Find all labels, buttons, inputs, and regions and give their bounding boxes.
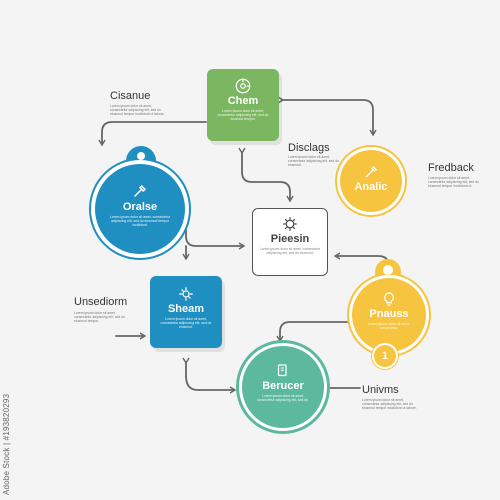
oralse-tag-hole (137, 152, 145, 160)
pieesin-desc: Lorem ipsum dolor sit amet, consectetur … (259, 247, 321, 256)
brush-icon (365, 166, 377, 178)
pnauss-desc: Lorem ipsum dolor sit amet, consectetur. (368, 322, 410, 331)
analic-title: Analic (354, 181, 388, 193)
watermark-text: Adobe Stock | #193820293 (2, 393, 11, 495)
analic-node[interactable]: Analic (340, 150, 402, 212)
fredback-desc: Lorem ipsum dolor sit amet, consectetur … (428, 176, 479, 189)
arrow-chem-pieesin (238, 147, 294, 203)
univms-label: Univms (362, 384, 399, 396)
disclags-label: Disclags (288, 142, 330, 154)
disclags-desc: Lorem ipsum dolor sit amet, consectetur … (288, 155, 339, 168)
document-icon (277, 364, 287, 377)
oralse-desc: Lorem ipsum dolor sit amet, consectetur … (109, 215, 171, 228)
fredback-label: Fredback (428, 162, 474, 174)
unsediorm-desc: Lorem ipsum dolor sit amet, consectetur … (74, 311, 125, 324)
watermark: Adobe Stock | #193820293 (1, 285, 11, 495)
arrow-chem-analic (277, 96, 377, 137)
berucer-node[interactable]: Berucer Lorem ipsum dolor sit amet, cons… (242, 346, 324, 428)
settings-icon (179, 287, 193, 301)
berucer-desc: Lorem ipsum dolor sit amet, consectetur … (257, 394, 309, 403)
chem-desc: Lorem ipsum dolor sit amet, consectetur … (217, 109, 269, 122)
berucer-title: Berucer (262, 380, 304, 392)
pen-icon (134, 184, 147, 197)
cisanue-desc: Lorem ipsum dolor sit amet, consectetur … (110, 104, 165, 117)
cisanue-label: Cisanue (110, 90, 151, 102)
chem-node[interactable]: Chem Lorem ipsum dolor sit amet, consect… (207, 69, 279, 141)
arrow-chem-oralse (98, 121, 207, 147)
pnauss-badge: 1 (374, 345, 396, 367)
pnauss-title: Pnauss (369, 308, 409, 320)
arrow-sheam-berucer (182, 357, 237, 394)
bulb-icon (384, 292, 394, 306)
pnauss-tag-hole (383, 265, 393, 275)
pieesin-node[interactable]: Pieesin Lorem ipsum dolor sit amet, cons… (252, 208, 328, 276)
oralse-node[interactable]: Oralse Lorem ipsum dolor sit amet, conse… (95, 164, 185, 254)
sheam-node[interactable]: Sheam Lorem ipsum dolor sit amet, consec… (150, 276, 222, 348)
gear-icon (283, 217, 297, 231)
arrow-pnauss-berucer (276, 321, 363, 343)
univms-desc: Lorem ipsum dolor sit amet, consectetur … (362, 398, 417, 411)
chem-title: Chem (227, 95, 259, 107)
sheam-desc: Lorem ipsum dolor sit amet, consectetur … (160, 317, 212, 330)
sheam-title: Sheam (167, 303, 205, 315)
pieesin-title: Pieesin (270, 233, 310, 245)
pnauss-node[interactable]: Pnauss Lorem ipsum dolor sit amet, conse… (352, 278, 426, 352)
target-icon (235, 78, 251, 94)
oralse-title: Oralse (122, 201, 158, 213)
unsediorm-label: Unsediorm (74, 296, 128, 308)
